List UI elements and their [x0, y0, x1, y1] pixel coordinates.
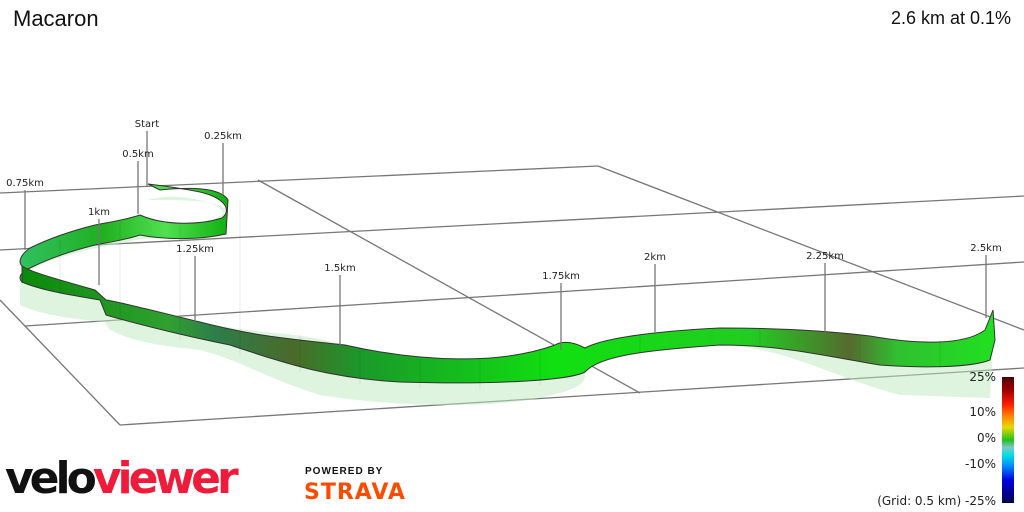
gradient-legend: 25% 10% 0% -10% (Grid: 0.5 km) -25%	[877, 370, 1014, 510]
legend-label-neg10: -10%	[964, 457, 996, 471]
marker-1.5km: 1.5km	[324, 263, 355, 274]
gradient-color-scale	[1002, 377, 1014, 503]
logo-viewer: viewer	[92, 453, 239, 504]
marker-0.75km: 0.75km	[6, 178, 44, 189]
logo-velo: velo	[5, 453, 97, 504]
legend-label-0: 0%	[976, 431, 996, 445]
marker-2.5km: 2.5km	[970, 243, 1001, 254]
route-title: Macaron	[13, 6, 99, 31]
route-ribbon-back	[19, 183, 229, 284]
legend-label-neg25: (Grid: 0.5 km) -25%	[877, 494, 996, 508]
marker-1.75km: 1.75km	[542, 271, 580, 282]
veloviewer-logo[interactable]: veloviewer	[5, 453, 239, 504]
strava-logo[interactable]: STRAVA	[304, 480, 406, 505]
marker-0.25km: 0.25km	[204, 131, 242, 142]
marker-0.5km: 0.5km	[122, 149, 153, 160]
marker-1.25km: 1.25km	[176, 244, 214, 255]
ribbon-stripes	[59, 200, 941, 388]
legend-label-10: 10%	[969, 405, 996, 419]
marker-2km: 2km	[644, 252, 666, 263]
route-ribbon-front	[21, 265, 996, 384]
legend-min: -25%	[964, 494, 996, 508]
ground-grid	[0, 165, 1024, 426]
marker-2.25km: 2.25km	[806, 251, 844, 262]
marker-1km: 1km	[88, 207, 110, 218]
legend-label-25: 25%	[969, 370, 996, 384]
grid-note: (Grid: 0.5 km)	[877, 494, 962, 508]
km-marker-poles	[24, 131, 987, 350]
marker-start: Start	[135, 119, 160, 130]
route-summary: 2.6 km at 0.1%	[890, 8, 1011, 28]
km-marker-labels: Start 0.25km 0.5km 0.75km 1km 1.25km 1.5…	[6, 119, 1002, 282]
powered-by-text: POWERED BY	[305, 466, 384, 477]
